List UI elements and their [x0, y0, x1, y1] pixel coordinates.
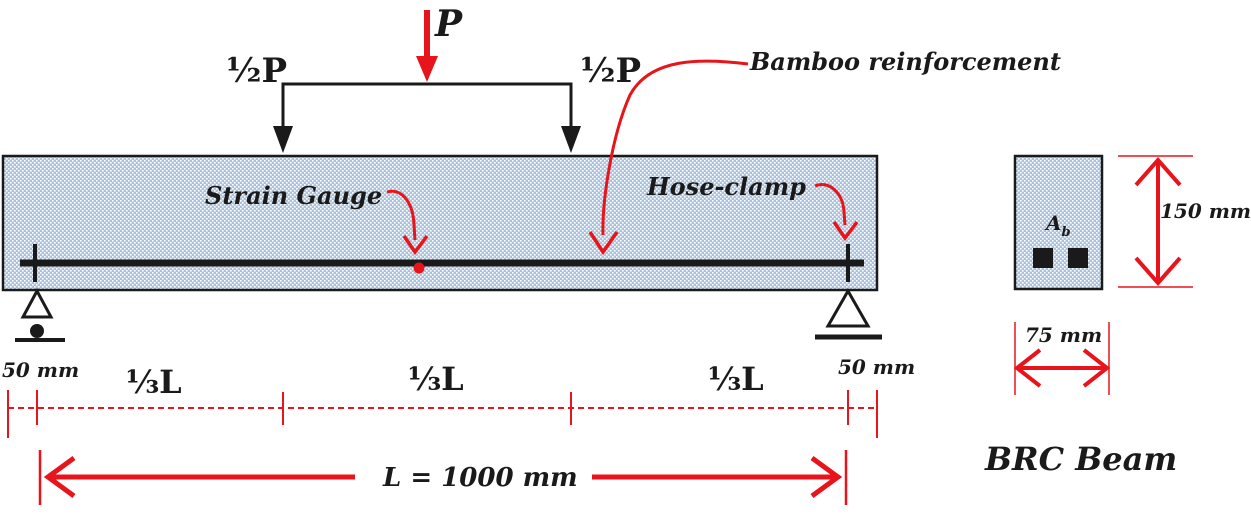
area-symbol: A: [1044, 211, 1062, 235]
load-arrow-head: [416, 56, 438, 82]
hose-clamp-label: Hose-clamp: [646, 172, 806, 201]
spreader-beam: [281, 82, 573, 128]
right-support-triangle: [825, 287, 871, 328]
strain-gauge-pointer-curve: [386, 189, 417, 241]
area-subscript: b: [1062, 225, 1071, 240]
third-label-1: ⅓L: [126, 363, 182, 401]
area-label: Ab: [1044, 211, 1071, 240]
overhang-left-label: 50 mm: [2, 358, 79, 382]
height-arrow-head-top: [1134, 156, 1182, 187]
half-load-arrowhead-right: [561, 126, 581, 153]
left-support-triangle: [20, 287, 54, 319]
span-arrow-right-head: [810, 455, 843, 499]
span-arrow-left-head: [43, 455, 76, 499]
overhang-right-label: 50 mm: [838, 355, 915, 379]
bamboo-bar-section-right: [1068, 248, 1088, 268]
strain-gauge-arrowhead: [402, 234, 429, 255]
bamboo-bar-section-left: [1033, 248, 1053, 268]
height-label: 150 mm: [1160, 199, 1251, 223]
diagram-title: BRC Beam: [984, 440, 1177, 478]
hose-clamp-pointer-curve: [814, 183, 847, 226]
height-arrow-head-bottom: [1134, 256, 1182, 287]
strain-gauge-dot: [413, 262, 425, 274]
third-label-2: ⅓L: [408, 360, 464, 398]
span-label: L = 1000 mm: [382, 463, 578, 493]
bamboo-label: Bamboo reinforcement: [749, 47, 1061, 76]
width-label: 75 mm: [1025, 323, 1102, 347]
half-load-label-left: ½P: [226, 51, 287, 91]
hose-clamp-arrowhead: [832, 220, 859, 241]
load-label: P: [434, 3, 463, 45]
left-support-roller: [30, 324, 44, 338]
beam-body: [1, 154, 879, 292]
width-arrow-head-left: [1013, 348, 1042, 388]
third-label-3: ⅓L: [708, 360, 764, 398]
bamboo-pointer-arrowhead: [588, 230, 619, 256]
width-arrow-head-right: [1082, 348, 1111, 388]
bamboo-pointer-curve: [601, 59, 749, 236]
half-load-label-right: ½P: [580, 51, 641, 91]
half-load-arrowhead-left: [273, 126, 293, 153]
strain-gauge-label: Strain Gauge: [205, 181, 382, 210]
